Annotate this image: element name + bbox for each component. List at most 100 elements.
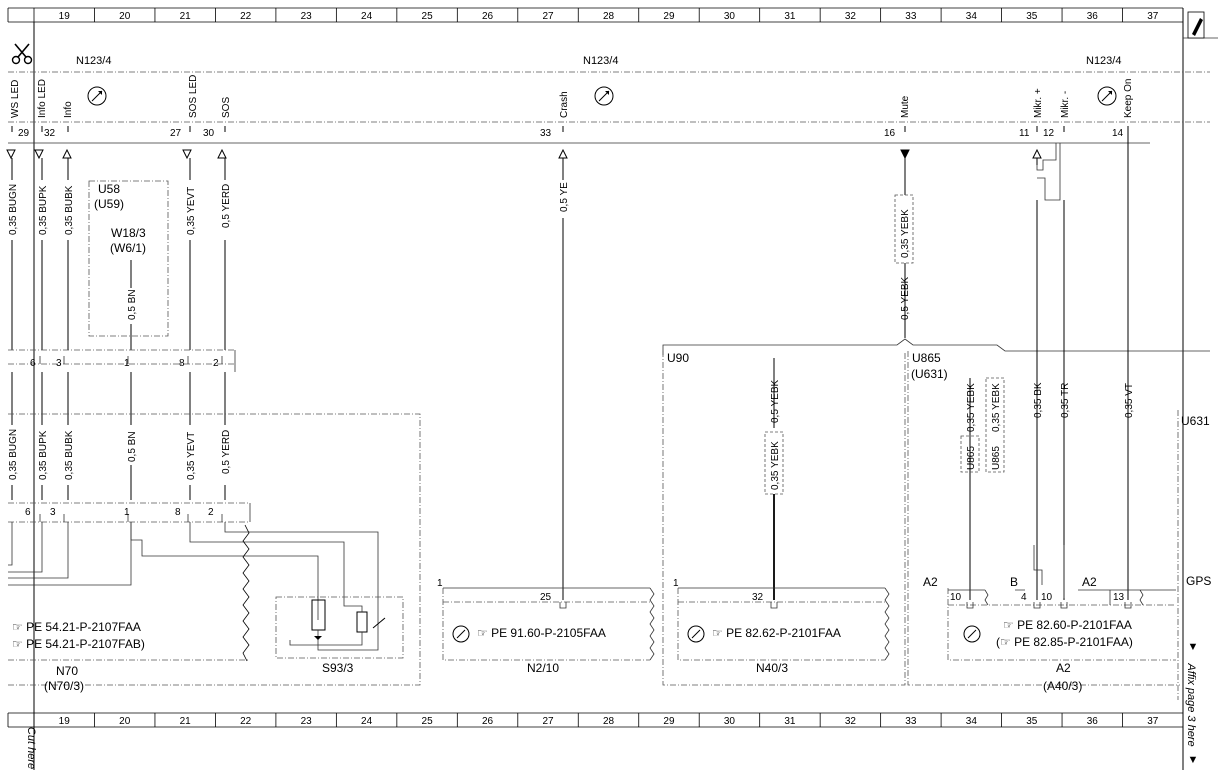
pin-label-mute: Mute (900, 95, 911, 118)
ruler-column-label: 33 (905, 716, 917, 727)
connector-bottom-pin-1: 1 (124, 507, 130, 518)
ruler-column-label: 19 (59, 11, 71, 22)
ruler-column-label: 32 (845, 11, 857, 22)
ref-n2: ☞ PE 91.60-P-2105FAA (477, 626, 606, 640)
connector-bottom-pin-3: 3 (50, 507, 56, 518)
component-label-a2-alt: (A40/3) (1043, 679, 1082, 693)
pin-number-27: 27 (170, 128, 182, 139)
box-label-u58: U58 (98, 182, 120, 196)
u865-region (907, 351, 1180, 686)
pin-label-keep-on: Keep On (1123, 79, 1134, 118)
ref-n70-a: ☞ PE 54.21-P-2107FAA (12, 620, 141, 634)
u58-box (88, 180, 169, 337)
n2-one-label: 1 (437, 578, 443, 589)
ruler-column-label: 36 (1087, 11, 1099, 22)
box-label-a2-b: A2 (1082, 575, 1097, 589)
ruler-column-label: 37 (1147, 11, 1159, 22)
pin-number-32: 32 (44, 128, 56, 139)
box-label-a2-a: A2 (923, 575, 938, 589)
ruler-column-label: 23 (301, 11, 313, 22)
pin-number-14: 14 (1112, 128, 1124, 139)
wire-lines-n70 (8, 522, 379, 662)
harness-split (662, 338, 1210, 355)
pin-number-11: 11 (1019, 128, 1030, 139)
wire-label-yebk: 0,5 YEBK (900, 276, 911, 320)
pin-number-29: 29 (18, 128, 30, 139)
n2-pin-25: 25 (540, 592, 552, 603)
a2-component (947, 588, 1176, 661)
pin-label-sos: SOS (221, 97, 232, 118)
control-unit-icon (594, 86, 614, 106)
scissors-icon (11, 43, 33, 65)
ruler-column-label: 32 (845, 716, 857, 727)
ruler-column-label: 21 (180, 11, 192, 22)
ruler-column-label: 24 (361, 716, 373, 727)
connector-row-top (8, 349, 236, 372)
box-label-gps: GPS (1186, 574, 1211, 588)
box-label-u59: (U59) (94, 197, 124, 211)
control-unit-icon (1097, 86, 1117, 106)
cut-here-label: Cut here (25, 727, 37, 769)
wire-label-yevt: 0,35 YEVT (186, 187, 197, 235)
wire-label-bupk: 0,35 BUPK (38, 185, 49, 235)
box-label-u631: U631 (1181, 414, 1210, 428)
s93-switch-symbol (275, 596, 404, 659)
ruler-column-label: 26 (482, 716, 494, 727)
box-label-w6: (W6/1) (110, 241, 146, 255)
control-unit-icon (687, 625, 705, 643)
ruler-column-label: 29 (663, 11, 675, 22)
module-label-n123-mid: N123/4 (583, 55, 618, 67)
wire-label-u90-yebk-small: 0,35 YEBK (770, 441, 781, 490)
pin-number-30: 30 (203, 128, 215, 139)
ref-n40: ☞ PE 82.62-P-2101FAA (712, 626, 841, 640)
ref-a2-b: (☞ PE 82.85-P-2101FAA) (996, 635, 1133, 649)
control-unit-icon (87, 86, 107, 106)
ruler-column-label: 23 (301, 716, 313, 727)
ref-n70-b: ☞ PE 54.21-P-2107FAB) (12, 637, 145, 651)
ruler-column-label: 37 (1147, 716, 1159, 727)
wire-label-tr: 0,35 TR (1060, 383, 1071, 418)
ruler-column-label: 20 (119, 716, 131, 727)
connector-top-pin-2: 2 (213, 358, 219, 369)
wire-label-bn: 0,5 BN (127, 289, 138, 320)
ruler-column-label: 22 (240, 716, 252, 727)
wire-label-frame (960, 435, 980, 473)
ruler-column-label: 19 (59, 716, 71, 727)
control-unit-icon (452, 625, 470, 643)
wire-label-frame (894, 194, 914, 264)
connector-bottom-pin-8: 8 (175, 507, 181, 518)
affix-arrow-top: ▼ (1188, 641, 1199, 653)
ruler-column-label: 35 (1026, 716, 1038, 727)
affix-arrow-bottom: ▼ (1188, 754, 1199, 766)
wire-label-frame (985, 377, 1005, 473)
ruler-column-label: 30 (724, 11, 736, 22)
ruler-column-label: 20 (119, 11, 131, 22)
wire-label-bugn: 0,35 BUGN (8, 184, 19, 235)
pin-label-mikr-plus: Mikr. + (1033, 88, 1044, 118)
ruler-column-label: 25 (422, 11, 434, 22)
connector-row-bottom (8, 502, 251, 523)
connector-bottom-pin-6: 6 (25, 507, 31, 518)
ruler-column-label: 35 (1026, 11, 1038, 22)
ruler-column-label: 29 (663, 716, 675, 727)
box-label-b: B (1010, 575, 1018, 589)
ruler-column-label: 24 (361, 11, 373, 22)
wire-label-yevt-lower: 0,35 YEVT (186, 432, 197, 480)
a2-pin-4: 4 (1021, 592, 1027, 603)
connector-top-pin-6: 6 (30, 358, 36, 369)
box-label-u90: U90 (667, 351, 689, 365)
ruler-column-label: 21 (180, 716, 192, 727)
wire-label-ye: 0,5 YE (559, 182, 570, 212)
component-label-n70-alt: (N70/3) (44, 679, 84, 693)
wire-label-bn-lower: 0,5 BN (127, 431, 138, 462)
u90-region (662, 351, 906, 686)
pin-label-ws-led: WS LED (10, 80, 21, 118)
pin-number-33: 33 (540, 128, 552, 139)
connector-bottom-pin-2: 2 (208, 507, 214, 518)
component-label-n40: N40/3 (756, 661, 788, 675)
ruler-column-label: 27 (542, 11, 554, 22)
affix-page-label: Affix page 3 here (1185, 662, 1197, 746)
connector-top-pin-1: 1 (124, 358, 130, 369)
n2-component (442, 587, 655, 661)
